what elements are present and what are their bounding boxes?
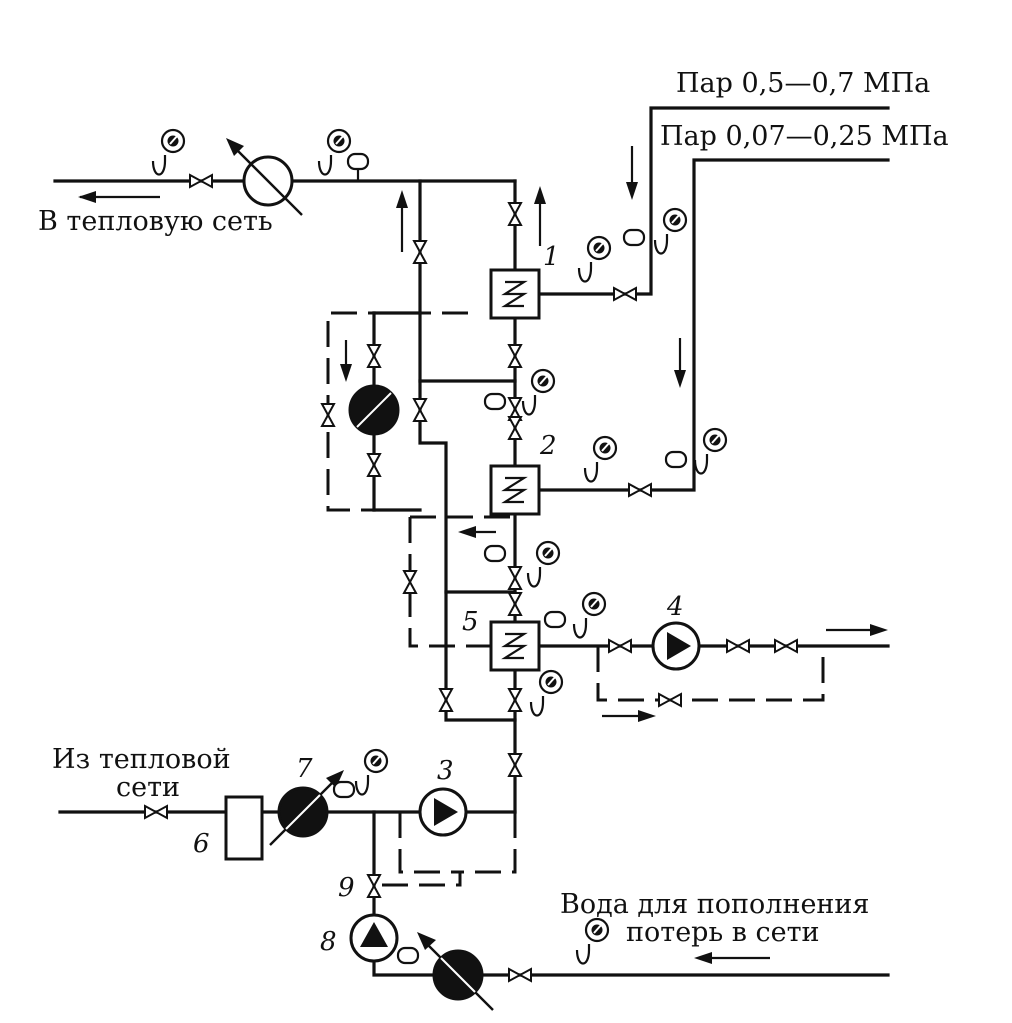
pressure-gauge xyxy=(572,591,607,639)
thermometer-icon xyxy=(483,392,507,411)
number-1: 1 xyxy=(543,242,560,272)
valve-riser-1 xyxy=(508,344,522,368)
pressure-gauge xyxy=(521,368,556,416)
label-makeup-1: Вода для пополнения xyxy=(560,889,869,920)
flow-meter-7 xyxy=(269,770,344,846)
pressure-gauge xyxy=(529,669,564,717)
heater-5 xyxy=(489,620,541,672)
arrow-up-icon xyxy=(396,190,408,252)
dashed-hx5-bypass xyxy=(408,517,490,648)
label-to-network: В тепловую сеть xyxy=(38,206,273,237)
number-8: 8 xyxy=(320,927,337,957)
valve-dashed-bypass xyxy=(658,693,682,707)
valve-condensate-1 xyxy=(608,639,632,653)
label-from-network-2: сети xyxy=(116,772,180,803)
pressure-gauge xyxy=(653,207,688,255)
pump-8 xyxy=(349,913,399,963)
valve-steam-high xyxy=(613,287,637,301)
valve-riser-3 xyxy=(508,416,522,440)
arrow-down-icon xyxy=(626,146,638,200)
pressure-gauge xyxy=(577,235,612,283)
valve-condensate-2 xyxy=(726,639,750,653)
label-steam-high: Пар 0,5—0,7 МПа xyxy=(676,68,930,99)
pump-4 xyxy=(651,621,701,671)
dashed-pump4-bypass xyxy=(596,646,825,702)
pressure-gauge xyxy=(693,427,728,475)
arrow-up-icon xyxy=(534,186,546,246)
number-4: 4 xyxy=(666,592,684,622)
label-from-network-1: Из тепловой xyxy=(52,744,231,775)
thermometer-icon xyxy=(622,228,646,247)
valve-condensate-3 xyxy=(774,639,798,653)
makeup-pipe xyxy=(372,810,890,977)
steam-high-pipe xyxy=(538,106,890,296)
number-2: 2 xyxy=(539,431,557,461)
bypass-line xyxy=(418,179,517,722)
pressure-gauge xyxy=(151,128,186,176)
thermometer-icon xyxy=(483,544,507,563)
arrow-right-icon xyxy=(826,624,888,636)
arrow-right-icon xyxy=(602,710,656,722)
thermometer-icon xyxy=(543,610,567,629)
valve-supply xyxy=(189,174,213,188)
heater-1 xyxy=(489,268,541,320)
pressure-gauge xyxy=(354,748,389,796)
arrow-down-icon xyxy=(340,340,352,382)
label-makeup-2: потерь в сети xyxy=(626,917,820,948)
label-steam-low: Пар 0,07—0,25 МПа xyxy=(660,121,949,152)
pressure-gauge xyxy=(317,128,352,176)
thermometer-icon xyxy=(332,780,356,799)
valve-riser-top xyxy=(508,202,522,226)
thermometer-icon xyxy=(396,946,420,965)
valve-riser-7 xyxy=(508,753,522,777)
arrow-left-icon xyxy=(458,526,496,538)
valve-riser-6 xyxy=(508,688,522,712)
valve-9 xyxy=(367,874,381,898)
valve-riser-5 xyxy=(508,592,522,616)
valve-bypass-mid xyxy=(413,398,427,422)
arrow-left-icon xyxy=(78,191,160,203)
valve-makeup xyxy=(508,968,532,982)
valve-pump-bypass xyxy=(321,403,335,427)
thermometer-icon xyxy=(346,152,370,171)
pressure-gauge xyxy=(575,917,610,965)
valve-hx5-bypass xyxy=(403,570,417,594)
pressure-gauge xyxy=(583,435,618,483)
number-6: 6 xyxy=(193,829,210,859)
valve-steam-low xyxy=(628,483,652,497)
filter-6 xyxy=(224,795,264,861)
number-5: 5 xyxy=(462,607,479,637)
arrow-left-icon xyxy=(694,952,770,964)
thermometer-icon xyxy=(664,450,688,469)
valve-pump-top xyxy=(367,344,381,368)
pump-3 xyxy=(418,787,468,837)
supply-flow-meter xyxy=(226,138,303,216)
makeup-flow-meter xyxy=(417,932,494,1011)
number-9: 9 xyxy=(338,873,355,903)
valve-bypass-top xyxy=(413,240,427,264)
heater-2 xyxy=(489,464,541,516)
valve-return xyxy=(144,805,168,819)
dashed-riser-link xyxy=(460,812,517,874)
arrow-down-icon xyxy=(674,338,686,388)
pressure-gauge xyxy=(526,540,561,588)
valve-pump-bottom xyxy=(367,453,381,477)
number-7: 7 xyxy=(296,754,313,784)
number-3: 3 xyxy=(437,756,454,786)
valve-riser-4 xyxy=(508,566,522,590)
valve-bypass-bottom xyxy=(439,688,453,712)
steam-low-pipe xyxy=(538,158,890,492)
recirc-pump xyxy=(348,384,400,436)
